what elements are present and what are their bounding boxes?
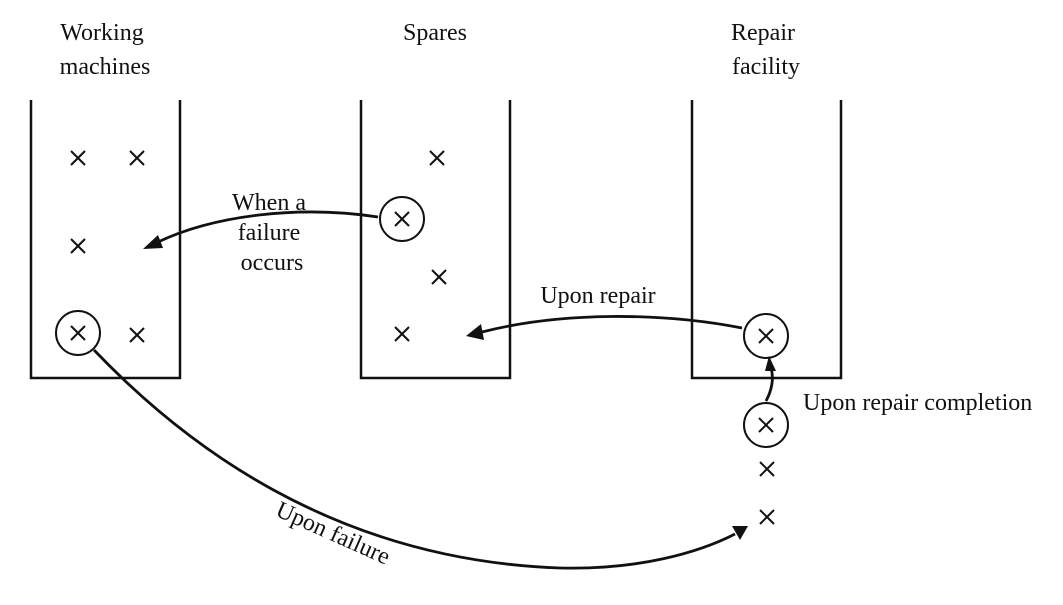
repair-unit-in-service (743, 402, 789, 448)
repair-facility-heading: Repair facility (731, 20, 801, 80)
repair-queue-unit-1 (759, 461, 775, 477)
working-machines-heading: Working machines (60, 20, 151, 80)
repair-queue-unit-2 (759, 509, 775, 525)
failure-to-repair-arrow (92, 349, 748, 570)
repair-heading-line-2: facility (732, 54, 800, 80)
spare-unit-2 (431, 269, 447, 285)
working-unit-2 (129, 150, 145, 166)
failure-occurs-line-3: occurs (241, 250, 304, 276)
repair-to-spares-arrow (466, 315, 743, 340)
repair-heading-line-1: Repair (731, 20, 795, 46)
spare-unit-1 (429, 150, 445, 166)
working-unit-4 (129, 327, 145, 343)
failure-occurs-line-1: When a (232, 190, 306, 216)
repair-completion-arrow (764, 356, 776, 402)
repair-unit-finished (743, 313, 789, 359)
upon-repair-label: Upon repair (540, 283, 655, 309)
spares-box (359, 100, 512, 380)
working-heading-line-1: Working (60, 20, 143, 46)
failure-occurs-line-2: failure (238, 220, 301, 246)
upon-repair-completion-label: Upon repair completion (803, 390, 1032, 416)
failure-occurs-label: When a failure occurs (232, 190, 312, 276)
spare-to-working-arrow (143, 210, 379, 249)
working-machines-box (29, 100, 182, 380)
working-heading-line-2: machines (60, 54, 151, 80)
working-unit-3 (70, 238, 86, 254)
repair-facility-box (690, 100, 843, 380)
working-unit-1 (70, 150, 86, 166)
spare-unit-dispatched (379, 196, 425, 242)
spares-heading-line-1: Spares (403, 20, 467, 46)
spares-heading: Spares (403, 20, 467, 46)
working-unit-failing (55, 310, 101, 356)
spare-unit-3 (394, 326, 410, 342)
